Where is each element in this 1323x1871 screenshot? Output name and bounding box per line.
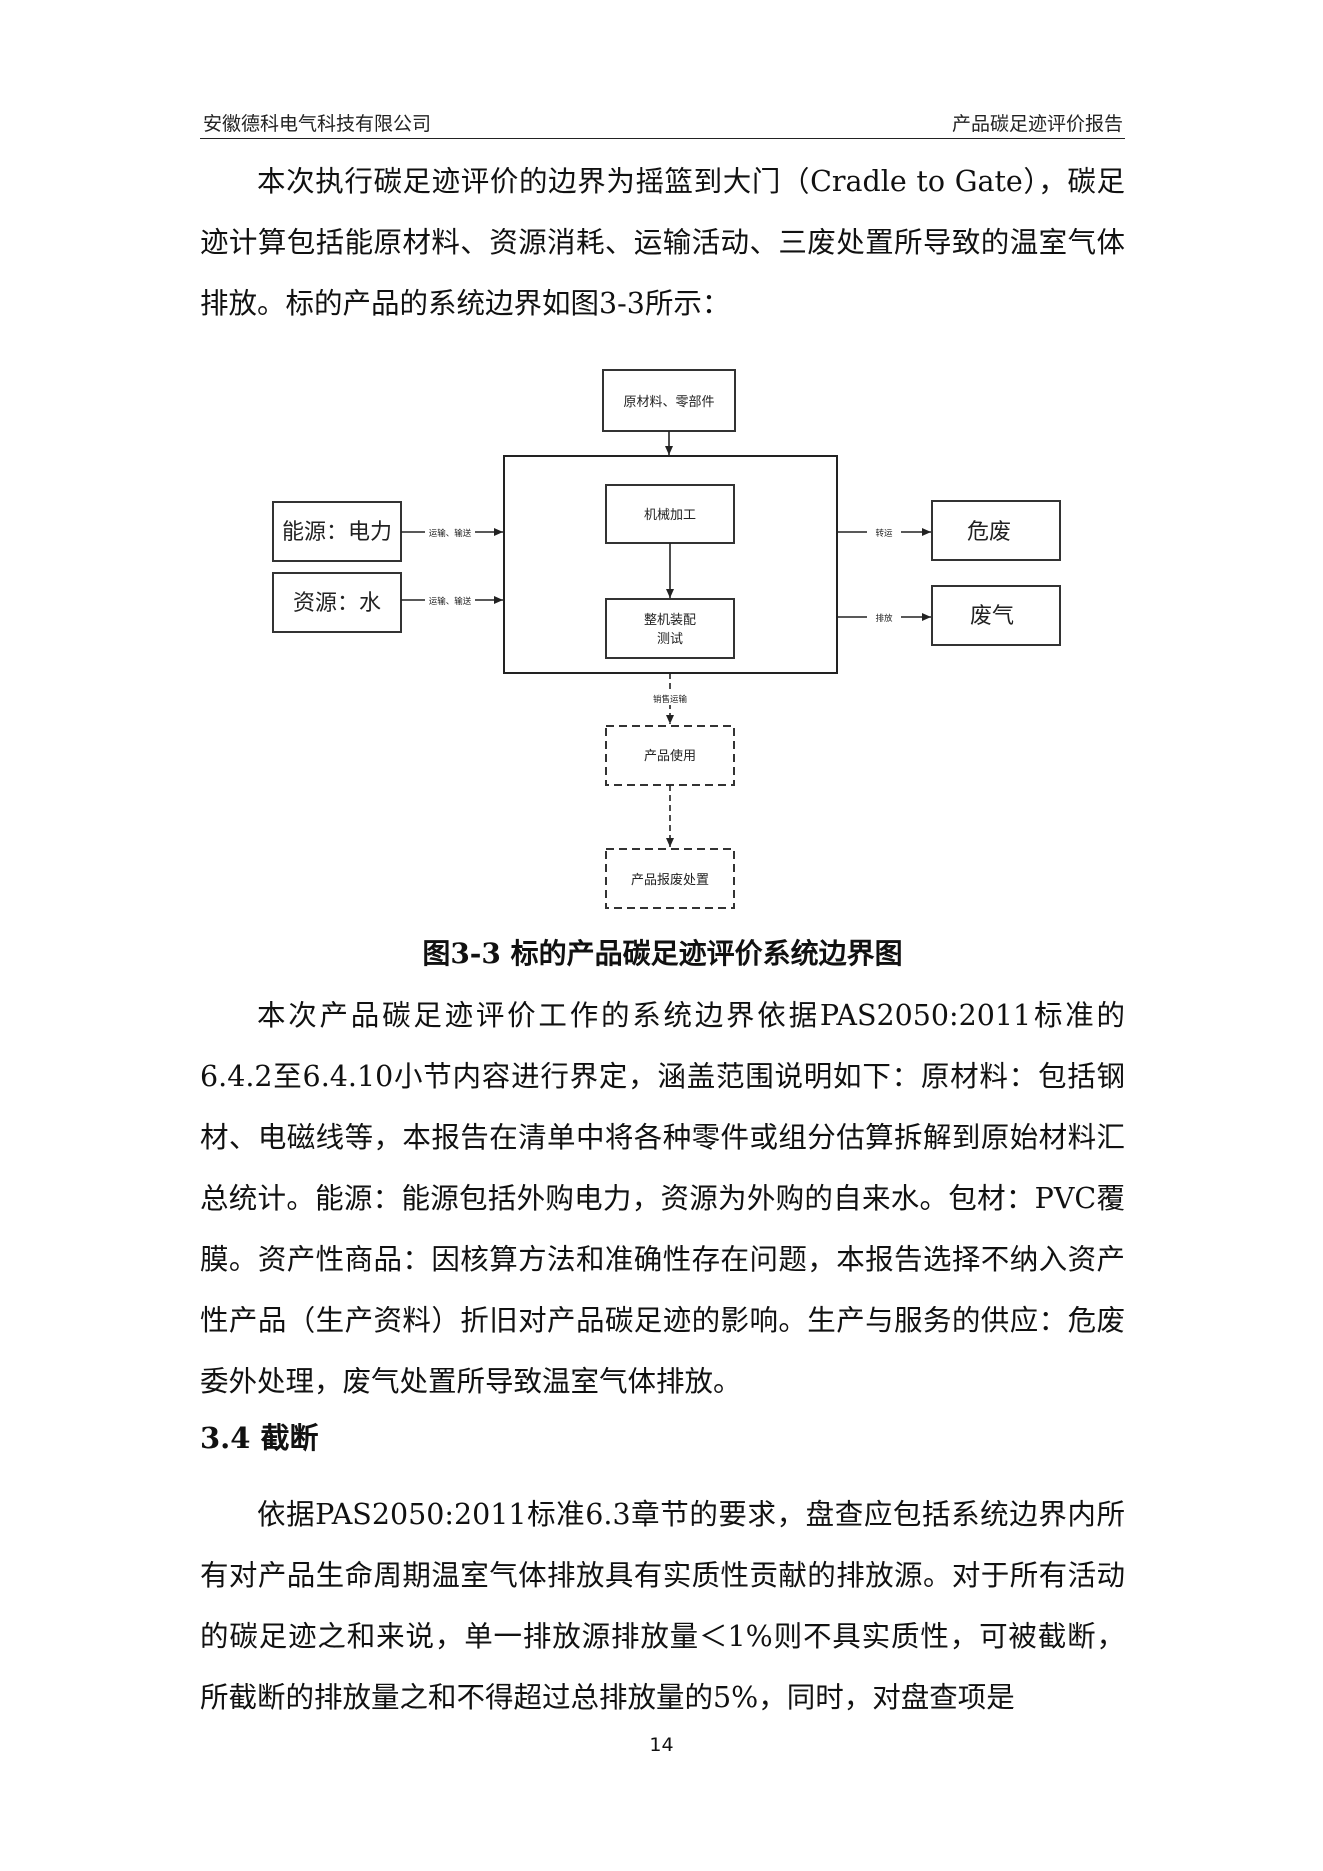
resource-label: 资源：水 [293,591,381,616]
energy-label: 能源：电力 [282,520,392,545]
paragraph-truncation: 依据PAS2050:2011标准6.3章节的要求，盘查应包括系统边界内所有对产品… [200,1498,1125,1714]
header-company: 安徽德科电气科技有限公司 [203,113,432,135]
header-report-title: 产品碳足迹评价报告 [951,113,1123,135]
machining-box [605,484,735,544]
figure-caption: 图3-3 标的产品碳足迹评价系统边界图 [422,937,903,970]
boundary-description-text: 本次产品碳足迹评价工作的系统边界依据PAS2050:2011标准的6.4.2至6… [200,985,1125,1412]
header-divider [200,138,1125,139]
waste-gas-label: 废气 [970,604,1014,629]
product-use-box [605,725,735,786]
truncation-text: 依据PAS2050:2011标准6.3章节的要求，盘查应包括系统边界内所有对产品… [200,1484,1125,1728]
resource-box [272,572,402,633]
paragraph-boundary-intro: 本次执行碳足迹评价的边界为摇篮到大门（Cradle to Gate），碳足迹计算… [200,165,1125,320]
product-disposal-box [605,848,735,909]
energy-arrow-label: 运输、输送 [429,528,472,539]
assembly-label-line2: 测试 [657,632,683,647]
hazard-arrow-label: 转运 [875,528,893,539]
hazardous-waste-box [931,500,1061,561]
assembly-label-line1: 整机装配 [644,613,696,628]
assembly-box [605,598,735,659]
section-heading-truncation: 3.4 截断 [200,1421,319,1455]
raw-materials-label: 原材料、零部件 [623,395,714,410]
raw-materials-box [602,369,736,432]
hazardous-waste-label: 危废 [967,520,1011,545]
product-disposal-label: 产品报废处置 [631,872,709,888]
product-use-label: 产品使用 [644,748,696,764]
system-boundary-diagram: 原材料、零部件 机械加工 整机装配 测试 能源：电力 运输、输送 资源：水 运输… [272,369,1061,909]
energy-box [272,501,402,562]
sales-transport-label: 销售运输 [653,694,688,705]
page-number: 14 [649,1734,674,1756]
resource-arrow-label: 运输、输送 [429,596,472,607]
waste-gas-box [931,585,1061,646]
machining-label: 机械加工 [644,508,696,523]
paragraph-boundary-scope: 本次产品碳足迹评价工作的系统边界依据PAS2050:2011标准的6.4.2至6… [200,999,1125,1398]
gas-arrow-label: 排放 [875,613,893,624]
intro-text: 本次执行碳足迹评价的边界为摇篮到大门（Cradle to Gate），碳足迹计算… [200,151,1125,334]
